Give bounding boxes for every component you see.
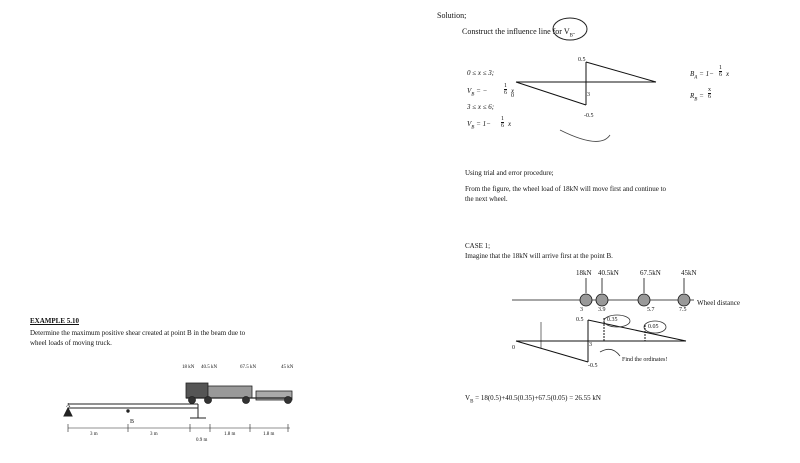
truck-wheel-2 xyxy=(204,396,212,404)
il2-label-zero: 0 xyxy=(512,345,515,351)
ra-eq: BA = 1− xyxy=(690,70,714,81)
handdrawn-circle-035 xyxy=(603,314,631,328)
vb-result: VB = 18(0.5)+40.5(0.35)+67.5(0.05) = 26.… xyxy=(465,394,601,405)
il1-right-segment xyxy=(585,61,657,83)
support-a-label: A xyxy=(66,403,71,409)
load-label-3: 67.5kN xyxy=(640,269,661,277)
dim-label-1: 3 m xyxy=(90,432,98,437)
load-label-2: 40.5kN xyxy=(598,269,619,277)
load-label-4: 45kN xyxy=(681,269,697,277)
il2-left-segment xyxy=(515,340,589,363)
find-ordinates-note: Find the ordinates! xyxy=(622,357,668,363)
ord-label-1: 0.5 xyxy=(576,317,584,323)
il1-label-three: 3 xyxy=(587,92,590,98)
vb-eq-2: VB = 1− xyxy=(467,120,491,131)
vb-eq-1: VB = − xyxy=(467,87,488,98)
handdrawn-circle-005 xyxy=(643,320,667,334)
rb-eq: RB = xyxy=(690,92,704,103)
case1-title: CASE 1; xyxy=(465,242,491,250)
dim-label-2: 3 m xyxy=(150,432,158,437)
handdrawn-circle-vb xyxy=(552,17,588,41)
ord-label-2: 0.35 xyxy=(607,317,618,323)
truck-load-2: 40.5 kN xyxy=(201,365,218,370)
truck-load-4: 45 kN xyxy=(281,365,294,370)
il1-label-bottom: -0.5 xyxy=(584,113,594,119)
var-x-ra: x xyxy=(726,70,730,78)
truck-load-1: 18 kN xyxy=(182,365,195,370)
example-desc-2: wheel loads of moving truck. xyxy=(30,339,112,347)
figure-text-2: the next wheel. xyxy=(465,195,508,203)
figure-text-1: From the figure, the wheel load of 18kN … xyxy=(465,185,667,193)
point-b-label: B xyxy=(130,419,135,425)
pos-label-3: 5.7 xyxy=(647,307,655,313)
pos-label-2: 3.9 xyxy=(598,307,606,313)
construct-instruction: Construct the influence line for VB. xyxy=(462,27,575,39)
example-desc-1: Determine the maximum positive shear cre… xyxy=(30,329,246,337)
il1-label-zero: 0 xyxy=(511,93,514,99)
var-x-2: x xyxy=(508,120,512,128)
truck-load-3: 67.5 kN xyxy=(240,365,257,370)
ord-label-3: 0.05 xyxy=(648,324,659,330)
load-label-1: 18kN xyxy=(576,269,592,277)
pos-label-1: 3 xyxy=(580,307,583,313)
wheel-2 xyxy=(595,293,609,307)
influence-line-2 xyxy=(515,318,687,363)
dim-label-4: 1.8 m xyxy=(224,432,236,437)
il2-right-segment xyxy=(587,319,687,342)
wheel-4 xyxy=(677,293,691,307)
support-a-icon xyxy=(63,406,73,417)
truck-wheel-3 xyxy=(242,396,250,404)
il2-label-three: 3 xyxy=(589,342,592,348)
range-2: 3 ≤ x ≤ 6; xyxy=(467,103,495,111)
wheel-3 xyxy=(637,293,651,307)
range-1: 0 ≤ x ≤ 3; xyxy=(467,69,495,77)
trailer xyxy=(255,390,293,401)
il1-label-top: 0.5 xyxy=(578,57,586,63)
truck-illustration xyxy=(185,382,293,404)
dim-label-5: 1.8 m xyxy=(263,432,275,437)
trial-text: Using trial and error procedure; xyxy=(465,169,554,177)
point-b-mark xyxy=(126,409,130,413)
case1-imagine: Imagine that the 18kN will arrive first … xyxy=(465,252,613,260)
case1-loads xyxy=(512,278,694,307)
il1-left-segment xyxy=(515,81,587,106)
truck-wheel-4 xyxy=(284,396,292,404)
var-x-1: x xyxy=(511,87,515,95)
example-title: EXAMPLE 5.10 xyxy=(30,317,79,325)
handdrawn-bracket-eqs xyxy=(559,129,611,142)
influence-line-1 xyxy=(515,61,657,106)
truck-wheel-1 xyxy=(188,396,196,404)
pos-label-4: 7.5 xyxy=(679,307,687,313)
dim-label-3: 0.9 m xyxy=(196,438,208,443)
solution-heading: Solution; xyxy=(437,11,467,20)
wheel-1 xyxy=(579,293,593,307)
il2-label-bottom: -0.5 xyxy=(588,363,598,369)
handdrawn-scribble xyxy=(599,348,621,357)
truck-cab xyxy=(185,382,209,399)
beam-diagram xyxy=(63,403,290,432)
wheel-distance-label: Wheel distance xyxy=(697,299,740,307)
